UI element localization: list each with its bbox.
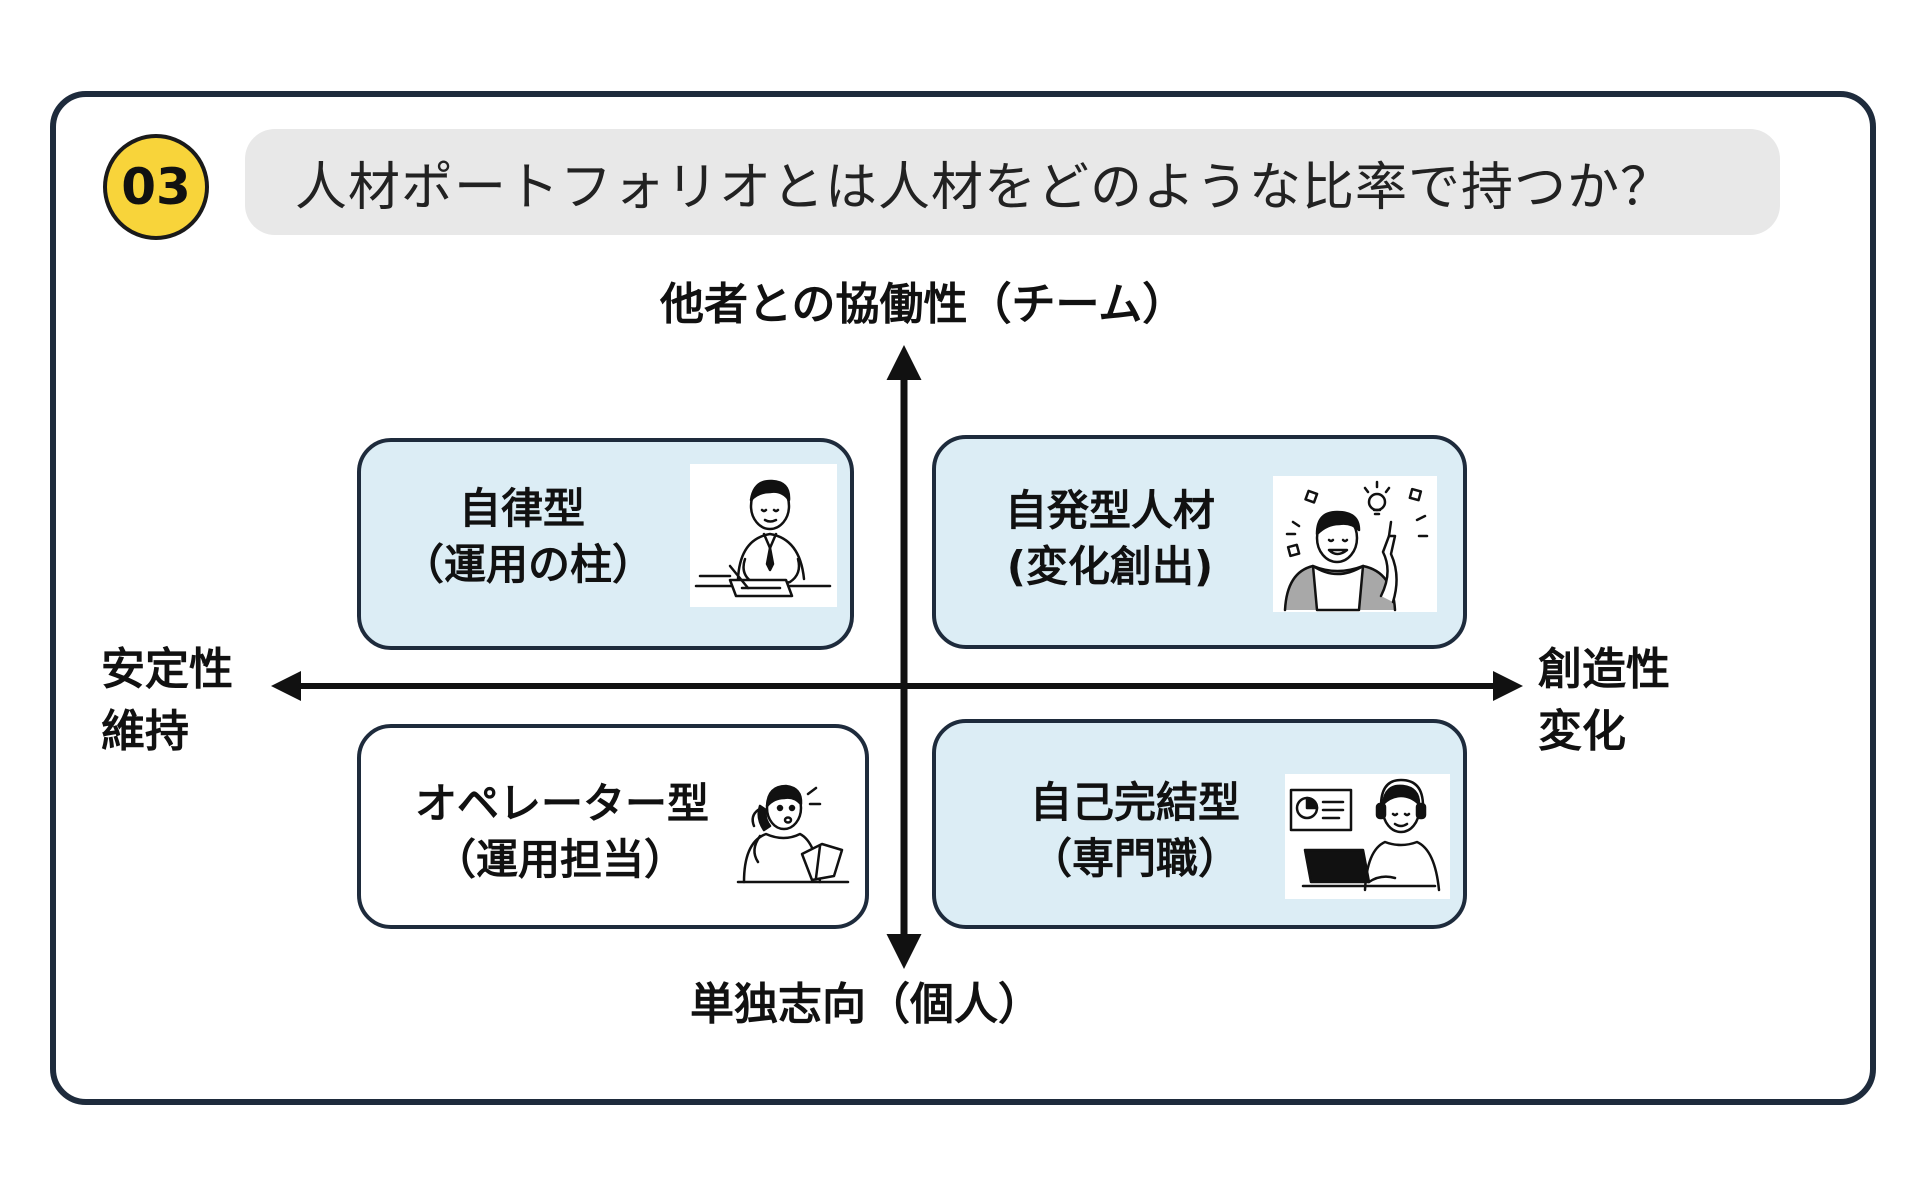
axis-label-left-line2: 維持 xyxy=(101,706,189,757)
axis-label-left: 安定性 維持 xyxy=(101,639,233,763)
axis-label-bottom: 単独志向（個人） xyxy=(690,979,1042,1030)
person-on-phone-icon xyxy=(730,776,852,888)
quadrant-label-bottom-left: オペレーター型 （運用担当） xyxy=(415,779,710,884)
slide-title-bar: 人材ポートフォリオとは人材をどのような比率で持つか？ xyxy=(245,129,1780,235)
quadrant-label-bottom-right: 自己完結型 （専門職） xyxy=(1029,778,1240,883)
person-with-idea-lightbulb-icon xyxy=(1273,476,1437,612)
axis-label-right: 創造性 変化 xyxy=(1538,639,1670,763)
axis-label-right-line1: 創造性 xyxy=(1538,644,1670,695)
person-at-laptop-with-headset-icon xyxy=(1285,774,1450,899)
section-number-badge: 03 xyxy=(103,134,209,240)
slide-title: 人材ポートフォリオとは人材をどのような比率で持つか？ xyxy=(295,157,1674,218)
man-writing-at-desk-icon xyxy=(690,464,837,607)
axis-label-left-line1: 安定性 xyxy=(101,644,233,695)
axis-label-top: 他者との協働性（チーム） xyxy=(660,279,1187,330)
quadrant-label-top-left: 自律型 （運用の柱） xyxy=(402,484,655,589)
quadrant-label-top-right: 自発型人材 (変化創出) xyxy=(1004,486,1215,591)
axis-label-right-line2: 変化 xyxy=(1538,706,1626,757)
